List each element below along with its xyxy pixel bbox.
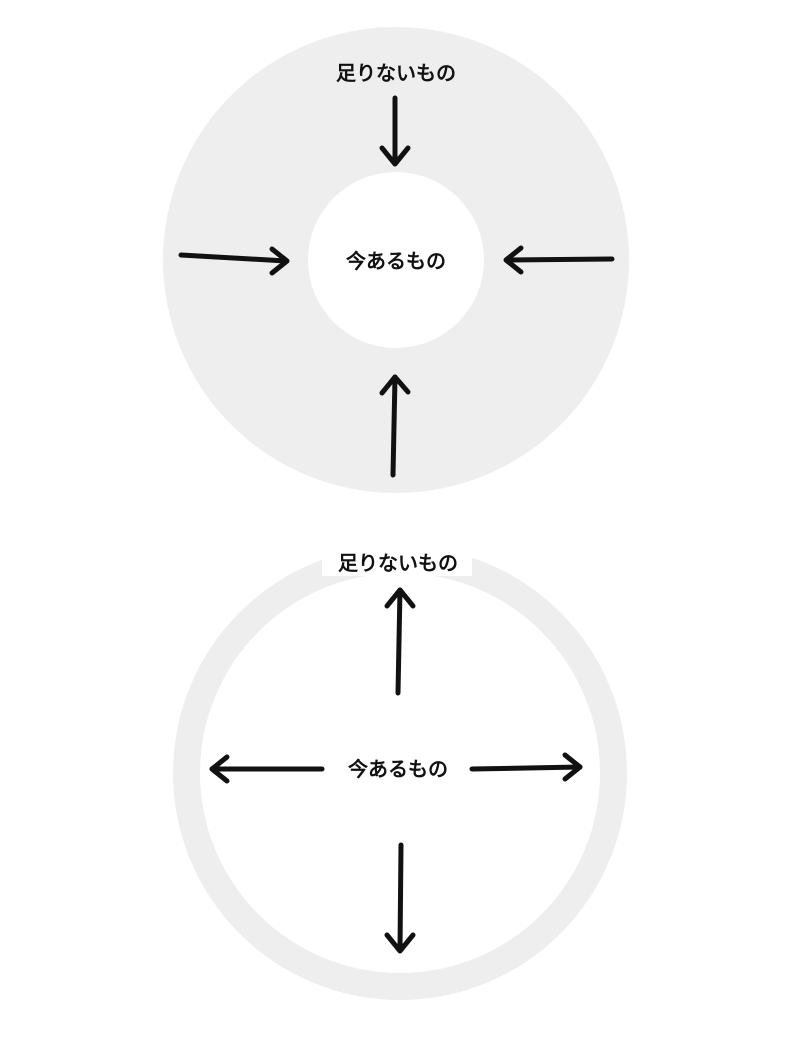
diagram-inward: 足りないもの 今あるもの xyxy=(163,27,629,493)
inner-label: 今あるもの xyxy=(346,249,446,273)
arrow-left-icon xyxy=(503,245,615,275)
inner-circle xyxy=(308,172,484,348)
arrow-down-icon xyxy=(379,95,411,167)
diagram-outward: 足りないもの 今あるもの xyxy=(173,546,627,1000)
arrow-up-icon xyxy=(384,587,416,696)
arrow-left-icon xyxy=(209,754,325,784)
label-backdrop xyxy=(322,546,472,576)
outer-label: 足りないもの xyxy=(336,61,456,85)
inner-label: 今あるもの xyxy=(348,757,448,781)
inner-circle xyxy=(200,573,600,973)
arrow-down-icon xyxy=(384,842,416,954)
arrow-right-icon xyxy=(469,752,583,782)
arrow-up-icon xyxy=(379,374,411,478)
outer-label: 足りないもの xyxy=(338,551,458,575)
arrow-right-icon xyxy=(178,246,290,276)
